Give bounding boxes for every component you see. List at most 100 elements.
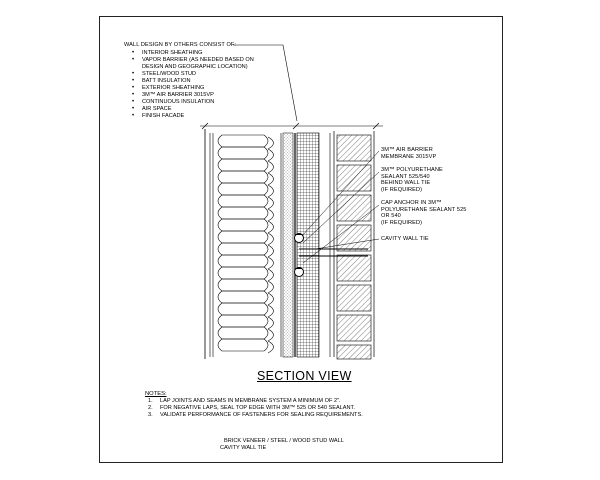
wall-design-item: • 3M™ AIR BARRIER 3015VP	[132, 92, 214, 99]
wall-design-item: • CONTINUOUS INSULATION	[132, 99, 215, 106]
batt-insulation-loop	[217, 254, 269, 268]
dimension-tick	[292, 122, 300, 130]
brick-unit	[336, 224, 372, 252]
batt-insulation-loop	[267, 148, 274, 162]
section-view-title: SECTION VIEW	[257, 369, 352, 383]
note-text: VALIDATE PERFORMANCE OF FASTENERS FOR SE…	[160, 412, 363, 418]
sealant-bead	[295, 267, 303, 270]
note-text: LAP JOINTS AND SEAMS IN MEMBRANE SYSTEM …	[160, 398, 341, 404]
wall-design-item: • AIR SPACE	[132, 106, 172, 113]
batt-insulation-loop	[217, 158, 269, 172]
wall-design-item: • VAPOR BARRIER (AS NEEDED BASED ON DESIG…	[132, 57, 254, 71]
brick-unit	[336, 254, 372, 282]
dimension-tick	[201, 122, 209, 130]
wall-design-item-text: CONTINUOUS INSULATION	[142, 99, 215, 105]
batt-insulation-loop	[267, 280, 274, 294]
batt-insulation-loop	[267, 220, 274, 234]
batt-insulation-loop	[267, 292, 274, 306]
callout-leader	[302, 171, 380, 244]
batt-insulation-loop	[267, 136, 274, 150]
batt-insulation-loop	[217, 134, 269, 148]
brick-unit	[336, 164, 372, 192]
batt-insulation-loop	[267, 256, 274, 270]
note-number: 2.	[148, 405, 153, 411]
batt-insulation-loop	[217, 302, 269, 316]
wall-design-leader	[233, 44, 298, 122]
wall-design-item: •FINISH FACADE	[132, 113, 184, 120]
batt-insulation-loop	[267, 304, 274, 318]
wall-design-item-text: EXTERIOR SHEATHING	[142, 85, 205, 91]
batt-insulation-loop	[267, 268, 274, 282]
batt-insulation-loop	[217, 278, 269, 292]
batt-insulation-loop	[217, 170, 269, 184]
exterior-sheathing	[282, 132, 294, 358]
wall-design-item-text: BATT INSULATION	[142, 78, 191, 84]
callout-leader	[314, 238, 380, 250]
note-text: FOR NEGATIVE LAPS, SEAL TOP EDGE WITH 3M…	[160, 405, 355, 411]
wall-design-item-text: STEEL/WOOD STUD	[142, 71, 197, 77]
continuous-insulation	[296, 132, 320, 358]
batt-insulation-loop	[267, 184, 274, 198]
brick-unit	[336, 284, 372, 312]
callout-leader	[301, 150, 380, 237]
wall-design-item-text: VAPOR BARRIER (AS NEEDED BASED ON DESIGN…	[142, 57, 254, 70]
batt-insulation-loop	[217, 206, 269, 220]
note-item: 3. VALIDATE PERFORMANCE OF FASTENERS FOR …	[148, 412, 363, 418]
note-item: 1. LAP JOINTS AND SEAMS IN MEMBRANE SYSTE…	[148, 398, 341, 404]
batt-insulation-loop	[267, 160, 274, 174]
wall-design-item: • EXTERIOR SHEATHING	[132, 85, 205, 92]
batt-insulation-loop	[267, 232, 274, 246]
wall-design-heading: WALL DESIGN BY OTHERS CONSIST OF:	[124, 42, 237, 48]
wall-design-item-text: INTERIOR SHEATHING	[142, 50, 203, 56]
batt-insulation-loop	[217, 194, 269, 208]
wall-design-item: • INTERIOR SHEATHING	[132, 50, 203, 57]
section-geometry	[200, 44, 383, 360]
drawing-subtitle-line1: BRICK VENEER / STEEL / WOOD STUD WALL	[224, 438, 344, 444]
wall-design-item: • BATT INSULATION	[132, 78, 191, 85]
batt-insulation-loop	[217, 182, 269, 196]
wall-design-item: • STEEL/WOOD STUD	[132, 71, 197, 78]
batt-insulation-loop	[217, 314, 269, 328]
note-number: 1.	[148, 398, 153, 404]
batt-insulation-loop	[267, 316, 274, 330]
bullet-icon: •	[132, 99, 135, 105]
callout-leader	[302, 204, 380, 264]
batt-insulation-loop	[217, 290, 269, 304]
notes-heading: NOTES:	[145, 391, 167, 397]
batt-insulation-loop	[267, 196, 274, 210]
note-number: 3.	[148, 412, 153, 418]
brick-unit	[336, 194, 372, 222]
bullet-icon: •	[132, 85, 135, 91]
batt-insulation-loop	[267, 328, 274, 342]
bullet-icon: •	[132, 113, 135, 119]
batt-insulation-loop	[217, 242, 269, 256]
batt-insulation-loop	[217, 326, 269, 340]
wall-design-item-text: AIR SPACE	[142, 106, 172, 112]
bullet-icon: •	[132, 71, 135, 77]
bullet-icon: •	[132, 50, 135, 56]
drawing-subtitle-line2: CAVITY WALL TIE	[220, 445, 267, 451]
batt-insulation-loop	[217, 338, 269, 352]
batt-insulation-loop	[267, 340, 274, 354]
callout-label: CAP ANCHOR IN 3M™ POLYURETHANE SEALANT 5…	[381, 200, 467, 226]
brick-unit	[336, 134, 372, 162]
bullet-icon: •	[132, 57, 135, 63]
bullet-icon: •	[132, 92, 135, 98]
batt-insulation-loop	[217, 230, 269, 244]
note-item: 2. FOR NEGATIVE LAPS, SEAL TOP EDGE WITH …	[148, 405, 355, 411]
brick-unit	[336, 314, 372, 342]
callout-label: 3M™ POLYURETHANE SEALANT 525/540 BEHIND …	[381, 167, 443, 193]
bullet-icon: •	[132, 78, 135, 84]
wall-design-item-text: 3M™ AIR BARRIER 3015VP	[142, 92, 214, 98]
callout-label: CAVITY WALL TIE	[381, 236, 429, 242]
brick-unit	[336, 344, 372, 360]
batt-insulation-loop	[267, 208, 274, 222]
batt-insulation-loop	[217, 146, 269, 160]
drawing-border	[99, 16, 503, 463]
batt-insulation-loop	[267, 172, 274, 186]
callout-label: 3M™ AIR BARRIER MEMBRANE 3015VP	[381, 147, 437, 160]
bullet-icon: •	[132, 106, 135, 112]
sealant-bead	[295, 233, 303, 236]
